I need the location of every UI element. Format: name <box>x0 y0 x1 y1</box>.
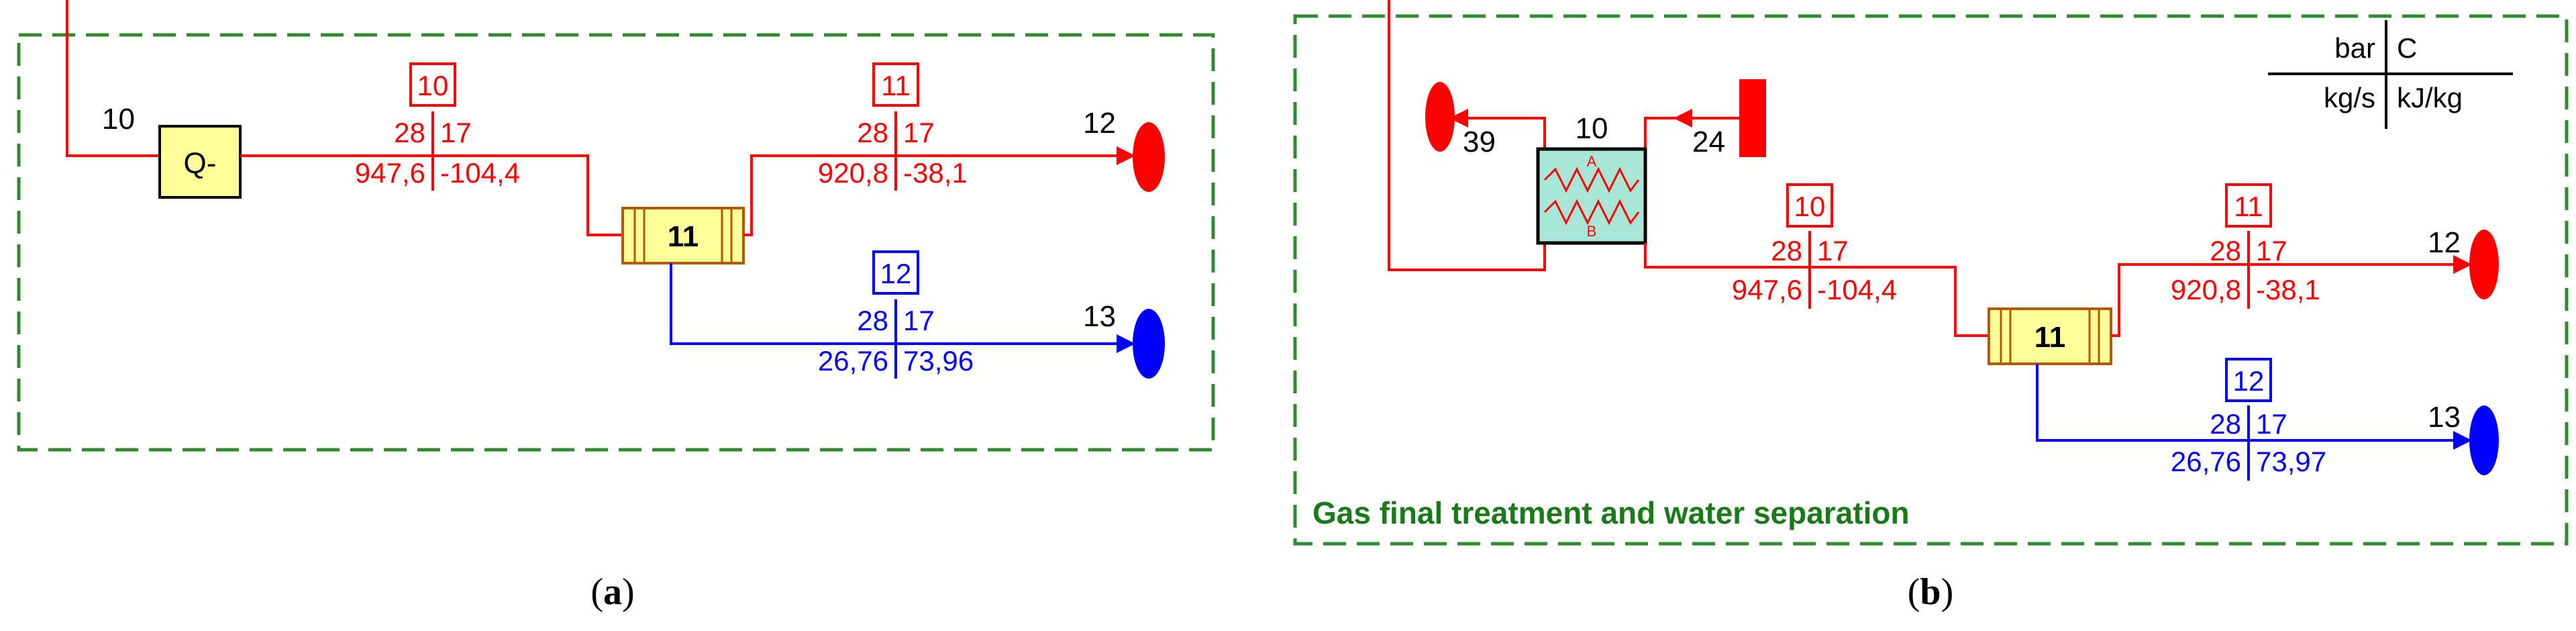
panel-b-stream-11-temperature: 17 <box>2256 235 2287 266</box>
panel-b-hx-side-a: A <box>1587 153 1597 170</box>
panel-b-legend-pressure-unit: bar <box>2334 32 2375 64</box>
panel-b-stream-10-tag-box <box>1786 183 1833 228</box>
panel-b-hx-coil-a <box>1543 166 1640 193</box>
panel-b-stream-12-massflow: 26,76 <box>2171 446 2241 477</box>
panel-b-line-to-separator <box>1644 243 1989 337</box>
panel-b-water-line <box>2036 364 2459 442</box>
panel-b-stream-12-tag: 12 <box>2233 365 2265 397</box>
panel-b-line-to-39 <box>1463 117 1546 149</box>
panel-b-separator-label: 11 <box>2034 321 2066 354</box>
panel-b-stream-10-tag: 10 <box>1794 191 1826 222</box>
panel-b-feed-line <box>1388 0 1546 271</box>
panel-a-feed-line <box>66 0 160 157</box>
panel-b-heat-exchanger: A B 10 <box>1536 112 1647 245</box>
panel-b-stream-12-temperature: 17 <box>2256 408 2287 440</box>
panel-a-gas-line <box>743 154 1122 236</box>
panel-a-border <box>17 33 1215 452</box>
panel-a-stream-11-enthalpy: -38,1 <box>903 157 968 189</box>
panel-b-hx-coil-b <box>1543 199 1640 226</box>
panel-a-gas-arrow-icon <box>1117 146 1135 165</box>
panel-b-hx-side-b: B <box>1587 223 1597 240</box>
panel-b-water-terminal-icon <box>2469 405 2499 475</box>
panel-a-stream-11-tag-box <box>872 62 919 107</box>
panel-b-stream-11-massflow: 920,8 <box>2171 274 2241 305</box>
panel-b-units-legend: bar C kg/s kJ/kg <box>2268 20 2513 129</box>
panel-a-stream-12-tag: 12 <box>880 258 912 289</box>
panel-b-24-source-icon <box>1739 79 1766 157</box>
panel-a-stream-11-temperature: 17 <box>903 117 935 148</box>
panel-b-gas-arrow-icon <box>2453 255 2472 274</box>
panel-b-stream-12-tag-box <box>2225 358 2272 402</box>
panel-b-stream-10-massflow: 947,6 <box>1732 274 1802 305</box>
panel-a-water-end-label: 13 <box>1083 300 1116 333</box>
panel-a-stream-10-pressure: 28 <box>394 117 425 148</box>
panel-b-legend-massflow-unit: kg/s <box>2324 82 2375 113</box>
panel-a-stream-10: 10 28 17 947,6 -104,4 <box>355 62 520 191</box>
panel-b-border <box>1293 14 2569 546</box>
panel-b-39-arrow-icon <box>1449 109 1468 128</box>
panel-b-hx-shell <box>1536 147 1647 245</box>
panel-a-stream-12: 12 28 17 26,76 73,96 <box>818 250 974 379</box>
panel-b-separator: 11 <box>1988 307 2112 365</box>
panel-b-stream-10-pressure: 28 <box>1771 235 1802 266</box>
panel-a-stream-11: 11 28 17 920,8 -38,1 <box>818 62 968 191</box>
panel-b-stream-10: 10 28 17 947,6 -104,4 <box>1732 183 1897 309</box>
panel-a: 10 Q- 10 28 17 947,6 -104,4 11 1 <box>17 0 1215 613</box>
panel-a-stream-10-tag-box <box>409 62 456 107</box>
panel-b-legend-temperature-unit: C <box>2397 32 2417 64</box>
panel-b-hx-label: 10 <box>1576 112 1608 145</box>
panel-b-39-label: 39 <box>1463 126 1496 158</box>
panel-b-stream-10-enthalpy: -104,4 <box>1817 274 1897 305</box>
panel-b-stream-11-tag-box <box>2225 183 2272 228</box>
panel-b-legend-enthalpy-unit: kJ/kg <box>2397 82 2463 113</box>
panel-a-stream-12-enthalpy: 73,96 <box>903 345 974 377</box>
panel-b-caption: (b) <box>1908 571 1953 613</box>
panel-a-separator-label: 11 <box>668 220 699 253</box>
panel-b-stream-12: 12 28 17 26,76 73,97 <box>2171 358 2326 481</box>
panel-a-separator-shell <box>621 207 745 264</box>
panel-a-stream-10-massflow: 947,6 <box>355 157 425 189</box>
panel-a-stream-12-tag-box <box>872 250 919 295</box>
panel-a-gas-terminal-icon <box>1133 122 1165 192</box>
panel-b-stream-11-pressure: 28 <box>2210 235 2241 266</box>
panel-b-water-arrow-icon <box>2453 431 2472 450</box>
panel-a-water-arrow-icon <box>1117 334 1135 353</box>
panel-b-stream-12-pressure: 28 <box>2210 408 2241 440</box>
panel-b-gas-line <box>2111 263 2459 337</box>
panel-a-caption: (a) <box>590 571 634 613</box>
panel-a-water-terminal-icon <box>1133 309 1165 379</box>
panel-a-cooler-label: Q- <box>184 147 217 180</box>
panel-a-stream-12-pressure: 28 <box>857 305 888 336</box>
panel-b-stream-10-temperature: 17 <box>1817 235 1849 266</box>
panel-a-separator: 11 <box>621 207 745 264</box>
panel-a-stream-10-temperature: 17 <box>440 117 472 148</box>
panel-b-24-label: 24 <box>1692 126 1725 158</box>
panel-b-title: Gas final treatment and water separation <box>1312 495 1910 530</box>
panel-b-line-from-24 <box>1644 117 1739 149</box>
panel-a-stream-10-enthalpy: -104,4 <box>440 157 520 189</box>
panel-b-stream-11-enthalpy: -38,1 <box>2256 274 2320 305</box>
panel-b: bar C kg/s kJ/kg 39 24 A B 10 1 <box>1293 0 2569 613</box>
panel-b-stream-11-tag: 11 <box>2234 191 2263 222</box>
panel-a-stream-11-tag: 11 <box>881 70 911 101</box>
panel-b-water-end-label: 13 <box>2428 401 2461 434</box>
panel-a-cooler-block <box>158 125 242 199</box>
panel-a-stream-10-tag: 10 <box>417 70 449 101</box>
panel-b-stream-12-enthalpy: 73,97 <box>2256 446 2326 477</box>
panel-a-stream-12-temperature: 17 <box>903 305 935 336</box>
panel-a-line-to-separator <box>240 154 623 236</box>
panel-b-24-arrow-icon <box>1673 109 1692 128</box>
panel-b-gas-terminal-icon <box>2469 230 2499 299</box>
panel-a-gas-end-label: 12 <box>1083 107 1116 140</box>
panel-b-gas-end-label: 12 <box>2428 226 2461 259</box>
panel-b-stream-11: 11 28 17 920,8 -38,1 <box>2171 183 2320 309</box>
panel-a-stream-12-massflow: 26,76 <box>818 345 888 377</box>
panel-b-39-terminal-icon <box>1425 82 1455 152</box>
panel-a-stream-11-pressure: 28 <box>857 117 888 148</box>
panel-a-stream-11-massflow: 920,8 <box>818 157 888 189</box>
panel-a-cooler-stream-label: 10 <box>102 103 135 136</box>
panel-a-water-line <box>670 263 1122 345</box>
